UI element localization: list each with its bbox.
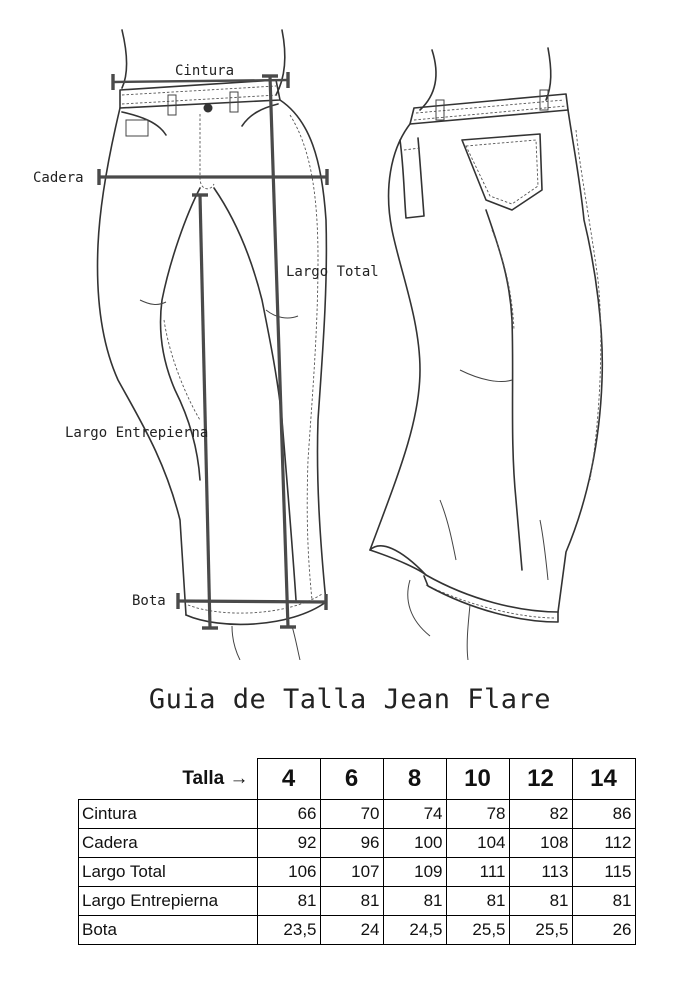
table-cell: 108 bbox=[508, 828, 573, 858]
row-label: Bota bbox=[78, 915, 258, 945]
talla-header-label: Talla → bbox=[182, 767, 249, 789]
table-cell: 25,5 bbox=[508, 915, 573, 945]
largo-total-label: Largo Total bbox=[286, 264, 379, 280]
size-header: 12 bbox=[508, 758, 573, 800]
table-cell: 104 bbox=[445, 828, 510, 858]
size-header: 8 bbox=[382, 758, 447, 800]
table-cell: 96 bbox=[319, 828, 384, 858]
table-cell: 74 bbox=[382, 799, 447, 829]
largo-entrepierna-line bbox=[198, 194, 212, 629]
table-row: Cintura 66 70 74 78 82 86 bbox=[78, 799, 636, 829]
cintura-line bbox=[112, 78, 289, 84]
table-cell: 23,5 bbox=[256, 915, 321, 945]
table-cell: 81 bbox=[445, 886, 510, 916]
largo-entrepierna-label: Largo Entrepierna bbox=[65, 425, 208, 441]
page-title: Guia de Talla Jean Flare bbox=[148, 684, 552, 715]
table-header-row: Talla → 4 6 8 10 12 14 bbox=[79, 758, 636, 800]
size-header: 14 bbox=[571, 758, 636, 800]
front-jeans-drawing bbox=[96, 29, 328, 660]
row-label: Largo Total bbox=[78, 857, 258, 887]
table-cell: 81 bbox=[508, 886, 573, 916]
table-cell: 100 bbox=[382, 828, 447, 858]
size-header: 10 bbox=[445, 758, 510, 800]
bota-line bbox=[177, 599, 328, 604]
back-jeans-drawing bbox=[369, 47, 604, 660]
table-cell: 81 bbox=[319, 886, 384, 916]
table-cell: 25,5 bbox=[445, 915, 510, 945]
size-table: Talla → 4 6 8 10 12 14 Cintura 66 70 74 … bbox=[78, 758, 636, 945]
table-row: Largo Total 106 107 109 111 113 115 bbox=[78, 857, 636, 887]
bota-label: Bota bbox=[132, 593, 166, 609]
size-header: 4 bbox=[256, 758, 321, 800]
row-label: Largo Entrepierna bbox=[78, 886, 258, 916]
table-row: Largo Entrepierna 81 81 81 81 81 81 bbox=[78, 886, 636, 916]
table-cell: 81 bbox=[256, 886, 321, 916]
table-cell: 92 bbox=[256, 828, 321, 858]
cadera-label: Cadera bbox=[33, 170, 84, 186]
measurement-lines bbox=[97, 72, 329, 630]
cintura-label: Cintura bbox=[175, 63, 234, 79]
table-cell: 81 bbox=[382, 886, 447, 916]
table-row: Cadera 92 96 100 104 108 112 bbox=[78, 828, 636, 858]
table-cell: 113 bbox=[508, 857, 573, 887]
largo-total-line bbox=[268, 75, 290, 628]
table-cell: 107 bbox=[319, 857, 384, 887]
jeans-measurement-diagram: Cintura Cadera Largo Total Largo Entrepi… bbox=[33, 29, 604, 660]
table-cell: 112 bbox=[571, 828, 636, 858]
table-row: Bota 23,5 24 24,5 25,5 25,5 26 bbox=[78, 915, 636, 945]
row-label: Cadera bbox=[78, 828, 258, 858]
table-cell: 115 bbox=[571, 857, 636, 887]
table-cell: 78 bbox=[445, 799, 510, 829]
row-label: Cintura bbox=[78, 799, 258, 829]
table-cell: 26 bbox=[571, 915, 636, 945]
size-header: 6 bbox=[319, 758, 384, 800]
table-cell: 70 bbox=[319, 799, 384, 829]
table-cell: 106 bbox=[256, 857, 321, 887]
table-cell: 82 bbox=[508, 799, 573, 829]
table-cell: 66 bbox=[256, 799, 321, 829]
table-cell: 81 bbox=[571, 886, 636, 916]
table-cell: 24 bbox=[319, 915, 384, 945]
table-cell: 109 bbox=[382, 857, 447, 887]
table-cell: 24,5 bbox=[382, 915, 447, 945]
table-cell: 86 bbox=[571, 799, 636, 829]
table-cell: 111 bbox=[445, 857, 510, 887]
